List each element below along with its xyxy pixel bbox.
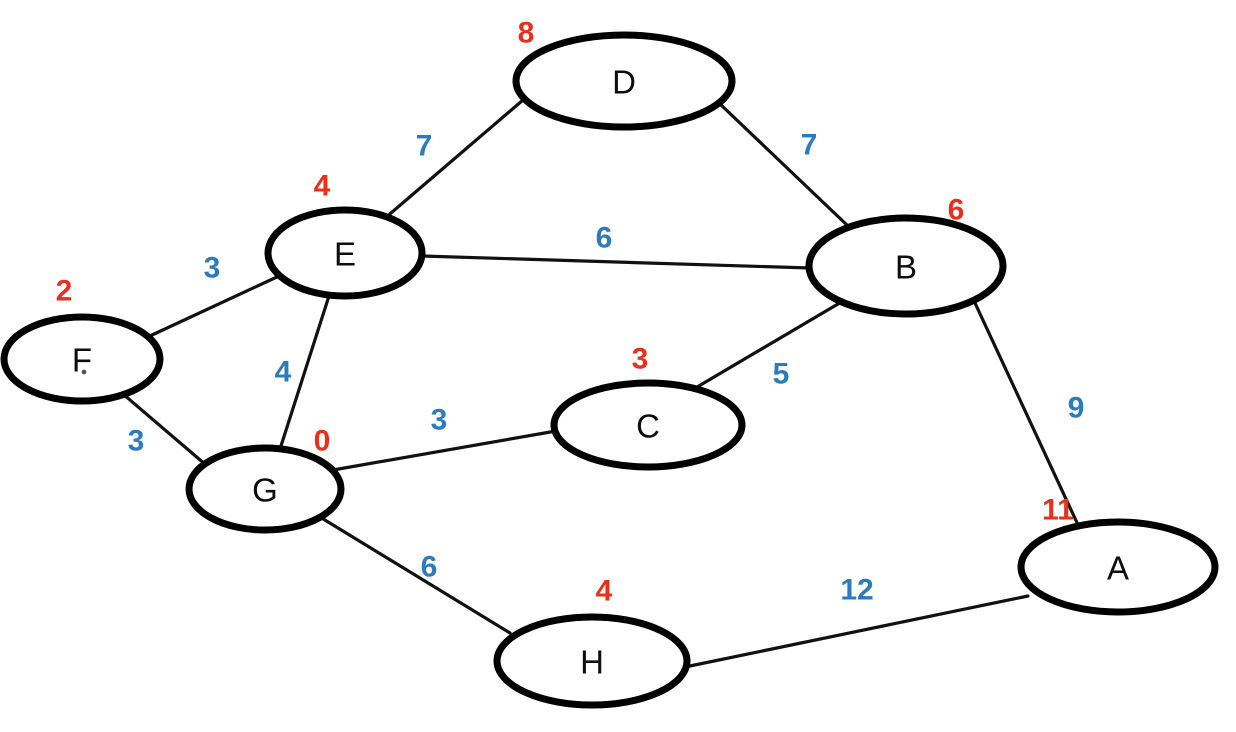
graph-node[interactable]: H	[493, 613, 691, 709]
edge-weights-layer: 7 7 6 3 4 3 3 5 9 6 12	[128, 129, 1085, 607]
node-ellipse[interactable]	[493, 613, 691, 709]
graph-node[interactable]: E	[264, 206, 426, 300]
node-ellipse[interactable]	[0, 313, 164, 405]
graph-edge: E-B	[420, 254, 812, 270]
node-label: F	[72, 342, 92, 379]
node-label: D	[612, 64, 636, 101]
node-ellipse[interactable]	[550, 379, 746, 471]
graph-edge: G-H	[318, 515, 512, 635]
edge-weight-label: 6	[421, 551, 438, 584]
node-cost-label: 11	[1042, 494, 1074, 527]
node-label: G	[252, 472, 278, 509]
edge-weight-label: 4	[275, 356, 292, 389]
edge-weight-label: 3	[431, 404, 448, 437]
node-cost-label: 3	[632, 343, 649, 376]
edges-layer: D-E D-B E-B E-FE-G F-G G-C C-B B-A G-H H-A	[121, 98, 1081, 669]
node-label: C	[636, 408, 660, 445]
graph-node[interactable]: B	[805, 214, 1007, 318]
graph-node[interactable]: G	[185, 444, 345, 534]
nodes-layer: D E B F C G A H	[0, 31, 1219, 709]
node-ellipse[interactable]	[512, 31, 736, 131]
node-cost-label: 2	[56, 275, 73, 308]
graph-edge: G-C	[331, 429, 558, 472]
edge-weight-label: 5	[773, 358, 790, 391]
node-cost-label: 0	[314, 425, 331, 458]
node-cost-label: 4	[596, 575, 613, 608]
graph-node[interactable]: F	[0, 313, 164, 405]
node-label: A	[1107, 550, 1129, 587]
edge-weight-label: 6	[596, 222, 613, 255]
graph-edge: E-G	[278, 294, 331, 451]
graph-edge: C-B	[690, 299, 845, 392]
node-label: E	[334, 236, 356, 273]
graph-node[interactable]: D	[512, 31, 736, 131]
node-ellipse[interactable]	[185, 444, 345, 534]
graph-edge: F-G	[121, 392, 208, 467]
node-label: H	[580, 644, 604, 681]
edge-weight-label: 9	[1068, 392, 1085, 425]
graph-edge: E-F	[150, 274, 281, 337]
edge-weight-label: 3	[128, 425, 145, 458]
graph-node[interactable]: C	[550, 379, 746, 471]
node-cost-label: 4	[314, 170, 331, 203]
node-ellipse[interactable]	[264, 206, 426, 300]
node-label: B	[895, 249, 917, 286]
graph-edge: B-A	[973, 301, 1081, 529]
node-cost-label: 6	[948, 194, 965, 227]
graph-edge: H-A	[683, 594, 1030, 669]
graph-edge: D-B	[718, 102, 850, 228]
edge-weight-label: 7	[416, 130, 433, 163]
node-costs-layer: 8 4 6 2 3 0 11 4	[56, 17, 1074, 608]
node-cost-label: 8	[518, 17, 535, 50]
edge-weight-label: 7	[801, 129, 818, 162]
edge-weight-label: 3	[204, 252, 221, 285]
graph-edge: D-E	[382, 98, 525, 221]
artifact-speck-f	[81, 369, 87, 375]
node-ellipse[interactable]	[1017, 518, 1219, 616]
node-ellipse[interactable]	[805, 214, 1007, 318]
edge-weight-label: 12	[840, 574, 873, 607]
graph-node[interactable]: A	[1017, 518, 1219, 616]
